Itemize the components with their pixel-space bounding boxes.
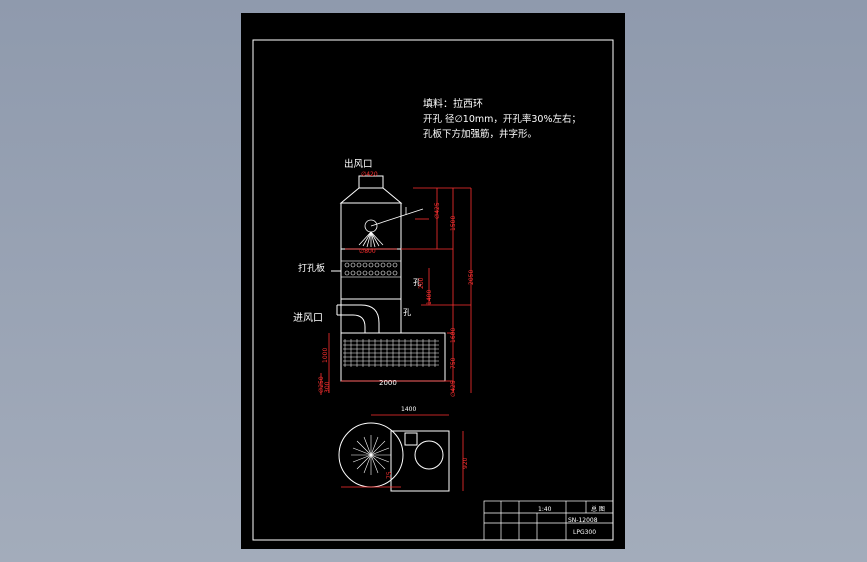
dim-spray: ∅425	[434, 202, 441, 219]
dim-plan-offset: 75	[386, 471, 393, 479]
title-block	[483, 500, 614, 541]
spray-nozzle	[358, 207, 424, 248]
packing-rings-upper	[340, 260, 402, 278]
note-packing: 填料：拉西环	[423, 97, 483, 110]
dim-upper-height: 1500	[450, 216, 457, 231]
plan-dim-lines	[341, 431, 464, 491]
dim-plate-200: 200	[418, 277, 425, 289]
inner-border	[252, 39, 614, 541]
title-model: LPG300	[573, 529, 596, 536]
dim-drain-right: ∅425	[450, 380, 457, 397]
dim-outlet-dia: ∅420	[361, 171, 378, 178]
dim-750: 750	[450, 357, 457, 369]
packing-rings-lower	[343, 339, 439, 367]
plan-view	[338, 422, 450, 492]
outlet-label: 出风口	[344, 158, 373, 170]
dim-tank-length: 2000	[379, 379, 397, 387]
dim-drain-left: ∅250	[318, 376, 325, 393]
drawing-canvas: 填料：拉西环 开孔 径∅10mm，开孔率30%左右； 孔板下方加强筋，井字形。 …	[252, 39, 614, 541]
dim-plate-1400: 1400	[426, 290, 433, 305]
title-part: 总 图	[591, 505, 605, 513]
tower-middle-shell	[340, 299, 402, 333]
perforated-plate-label: 打孔板	[298, 262, 325, 274]
dim-total-height: 2050	[468, 270, 475, 285]
plan-spray-rays	[351, 435, 391, 475]
dim-1600: 1600	[450, 328, 457, 343]
dim-plan-width: 1400	[401, 406, 416, 413]
note-rib: 孔板下方加强筋，井字形。	[423, 128, 537, 140]
title-scale: 1:40	[538, 506, 552, 513]
hole-label-top: 孔	[413, 278, 421, 287]
inlet-elbow	[336, 304, 380, 333]
hole-label-bottom: 孔	[403, 308, 411, 317]
title-drawing-no: SN-12008	[568, 517, 598, 524]
note-holes: 开孔 径∅10mm，开孔率30%左右；	[423, 113, 581, 125]
dim-300: 300	[324, 381, 331, 393]
dim-1000: 1000	[322, 348, 329, 363]
drawing-sheet: 填料：拉西环 开孔 径∅10mm，开孔率30%左右； 孔板下方加强筋，井字形。 …	[241, 13, 625, 549]
outlet-duct	[339, 175, 403, 204]
inlet-label: 进风口	[293, 312, 323, 324]
dim-plan-depth: 920	[462, 457, 469, 469]
right-dimensions	[320, 187, 472, 395]
dim-tower-dia: ∅800	[359, 248, 376, 255]
